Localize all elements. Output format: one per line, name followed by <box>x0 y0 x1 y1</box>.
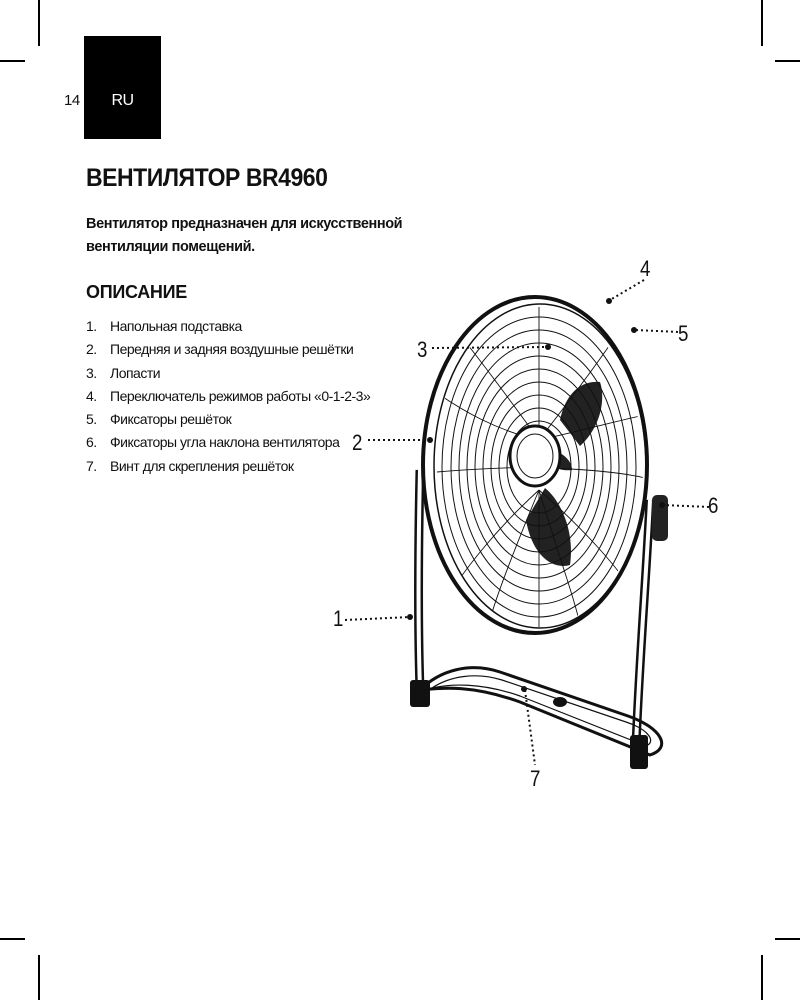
crop-mark-bottom-left-h <box>0 938 25 940</box>
callout-6: 6 <box>708 493 719 518</box>
item-text: Переключатель режимов работы «0-1-2-3» <box>110 387 371 404</box>
item-text: Напольная подставка <box>110 318 242 334</box>
callout-3: 3 <box>417 337 428 362</box>
language-label: RU <box>111 92 134 109</box>
tilt-knob-right <box>652 495 668 541</box>
list-item: 3. Лопасти <box>86 362 370 385</box>
intro-text: Вентилятор предназначен для искусственно… <box>86 216 403 255</box>
item-text: Фиксаторы угла наклона вентилятора <box>110 434 340 451</box>
crop-mark-top-left-h <box>0 60 25 62</box>
screw <box>553 697 567 707</box>
item-number: 1. <box>86 318 97 334</box>
item-number: 5. <box>86 411 97 428</box>
crop-mark-top-right-v <box>761 0 763 46</box>
crop-mark-bottom-right-v <box>761 955 763 1000</box>
item-number: 6. <box>86 434 97 451</box>
callout-1: 1 <box>333 606 344 631</box>
parts-list: 1. Напольная подставка 2. Передняя и задня… <box>86 315 371 478</box>
list-item: 6. Фиксаторы угла наклона вентилятора <box>86 431 370 454</box>
callout-leaders <box>344 279 711 766</box>
list-item: 5. Фиксаторы решёток <box>86 408 370 431</box>
item-number: 4. <box>86 387 97 404</box>
list-item: 1. Напольная подставка <box>86 315 370 338</box>
description-heading: ОПИСАНИЕ <box>86 282 187 302</box>
list-item: 2. Передняя и задняя воздушные решётки <box>86 338 370 361</box>
crop-mark-bottom-left-v <box>38 955 40 1000</box>
item-text: Передняя и задняя воздушные решётки <box>110 341 354 358</box>
callout-dots <box>407 298 665 620</box>
language-tab: RU <box>84 36 161 139</box>
crop-mark-bottom-right-h <box>775 938 800 940</box>
item-number: 7. <box>86 457 97 474</box>
fan-illustration <box>344 279 711 769</box>
item-text: Фиксаторы решёток <box>110 411 232 428</box>
callout-7: 7 <box>530 766 541 791</box>
callout-5: 5 <box>678 321 689 346</box>
list-item: 4. Переключатель режимов работы «0-1-2-3» <box>86 385 371 408</box>
list-item: 7. Винт для скрепления решёток <box>86 455 370 478</box>
crop-mark-top-right-h <box>775 60 800 62</box>
callout-4: 4 <box>640 256 651 281</box>
foot-right <box>630 735 648 769</box>
foot-left <box>410 680 430 707</box>
item-text: Лопасти <box>110 364 161 381</box>
floor-stand <box>414 469 664 757</box>
item-number: 2. <box>86 341 97 358</box>
crop-mark-top-left-v <box>38 0 40 46</box>
fan-hub <box>508 424 562 488</box>
item-text: Винт для скрепления решёток <box>110 457 294 474</box>
page-title: ВЕНТИЛЯТОР BR4960 <box>86 164 328 192</box>
callout-2: 2 <box>352 430 363 455</box>
page-number: 14 <box>64 92 80 109</box>
item-number: 3. <box>86 364 97 381</box>
